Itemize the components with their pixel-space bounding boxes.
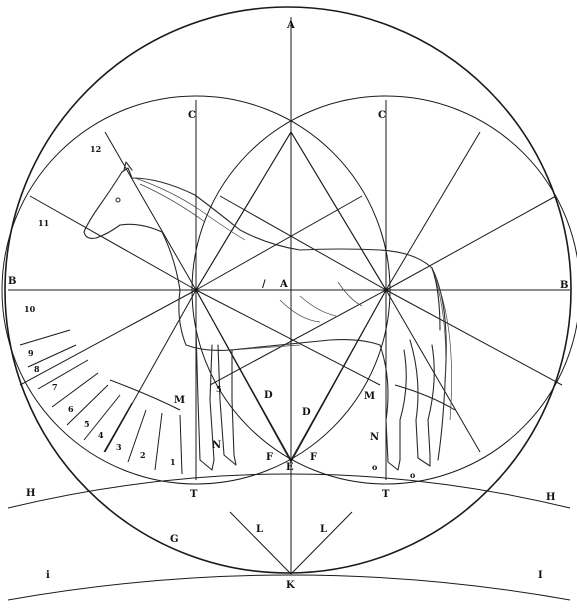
label-c-left: C xyxy=(188,110,196,121)
l-line-left xyxy=(230,512,291,574)
label-g: G xyxy=(170,534,179,545)
label-o-left: o xyxy=(372,462,378,472)
right-arc-m xyxy=(395,385,455,410)
label-5: 5 xyxy=(216,384,222,394)
scale-5: 5 xyxy=(84,419,90,429)
scale-7: 7 xyxy=(52,382,58,392)
label-h-left: H xyxy=(26,488,35,499)
label-t-left: T xyxy=(190,489,198,500)
l-line-right xyxy=(291,512,352,574)
vesica-line-left xyxy=(196,132,291,290)
label-l-right: L xyxy=(320,524,327,535)
left-arc-m xyxy=(110,380,180,410)
label-h-right: H xyxy=(546,492,555,503)
letter-labels: A C C B B A / M M D D N N F F E T T H H … xyxy=(8,20,568,591)
label-a-center: A xyxy=(279,279,288,290)
vesica-line-right xyxy=(291,132,386,290)
label-m-right: M xyxy=(364,391,375,402)
scale-2: 2 xyxy=(140,450,146,460)
scale-11: 11 xyxy=(38,218,49,228)
label-d-left: D xyxy=(264,390,273,401)
label-b-left: B xyxy=(8,276,16,287)
label-f-right: F xyxy=(310,452,317,463)
left-scale xyxy=(20,330,182,474)
label-t-right: T xyxy=(382,489,390,500)
scale-1: 1 xyxy=(170,457,176,467)
label-i-right: I xyxy=(538,570,543,581)
scale-10: 10 xyxy=(24,304,36,314)
scale-8: 8 xyxy=(34,364,40,374)
ground-arc-h xyxy=(8,474,570,508)
scale-12: 12 xyxy=(90,144,101,154)
scale-6: 6 xyxy=(68,404,74,414)
label-o-right: o xyxy=(410,470,416,480)
horse-drawing xyxy=(84,162,452,470)
label-e: E xyxy=(286,462,294,473)
label-n-right: N xyxy=(370,432,379,443)
label-c-right: C xyxy=(378,110,386,121)
label-b-right: B xyxy=(560,280,568,291)
label-m-left: M xyxy=(174,395,185,406)
label-slash: / xyxy=(262,279,266,290)
label-f-left: F xyxy=(266,452,273,463)
scale-3: 3 xyxy=(116,442,122,452)
label-n-left: N xyxy=(212,440,221,451)
label-k: K xyxy=(286,580,295,591)
label-a-top: A xyxy=(286,20,295,31)
scale-numbers: 1 2 3 4 5 6 7 8 9 10 11 12 xyxy=(24,144,176,467)
left-to-e xyxy=(196,290,291,462)
scale-4: 4 xyxy=(98,430,104,440)
left-radials xyxy=(20,132,380,460)
scale-9: 9 xyxy=(28,348,34,358)
label-d-center: D xyxy=(302,407,311,418)
label-l-left: L xyxy=(256,524,263,535)
label-i-left: i xyxy=(46,570,50,581)
